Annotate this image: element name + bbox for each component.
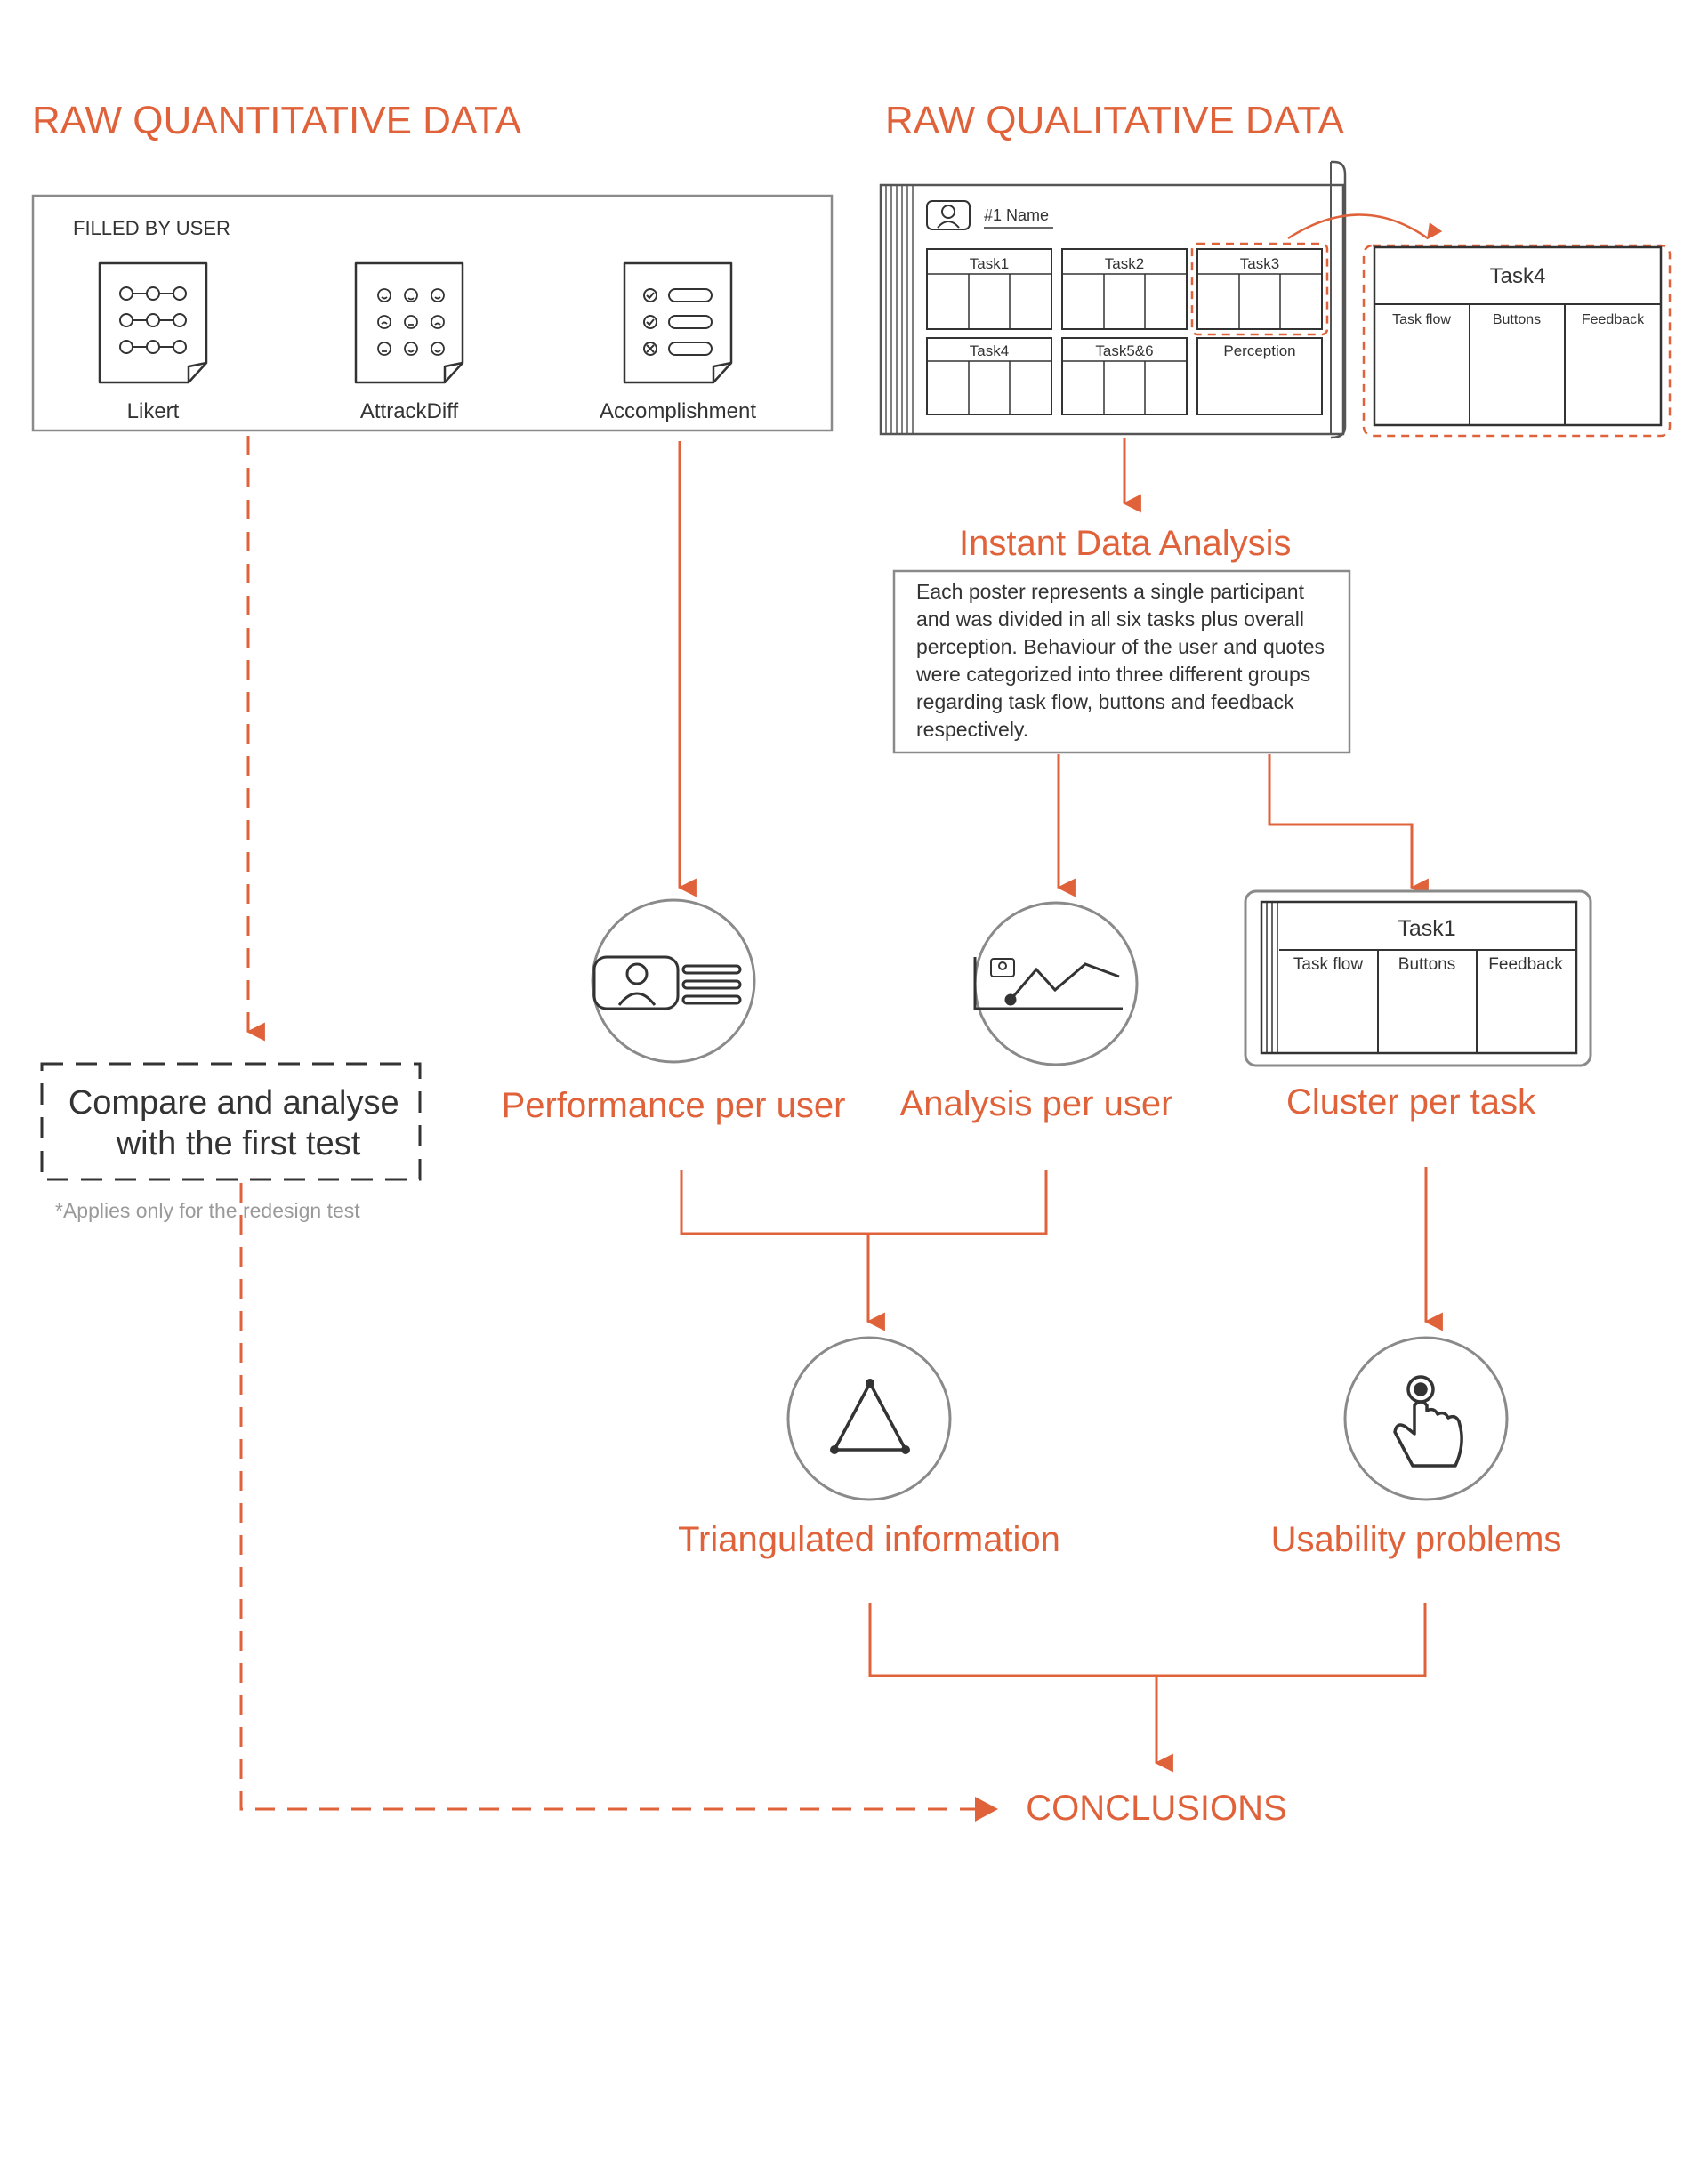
zoomed-col-feedback: Feedback [1582, 312, 1645, 327]
poster-task-1-label: Task1 [970, 255, 1009, 272]
arrow-to-cluster [1268, 754, 1429, 897]
poster-task-56: Task5&6 [1061, 337, 1188, 415]
poster-name: #1 Name [984, 206, 1049, 224]
filled-by-user-label: FILLED BY USER [73, 217, 230, 239]
analysis-node: Analysis per user [900, 901, 1173, 1123]
cluster-card-title: Task1 [1398, 916, 1455, 941]
instant-desc-line: respectively. [916, 718, 1028, 741]
accomplishment-doc: Accomplishment [600, 261, 756, 423]
zoom-arrow [1287, 213, 1443, 240]
compare-line-1: Compare and analyse [68, 1084, 399, 1122]
connector-to-conclusions [868, 1603, 1427, 1677]
poster-task-2: Task2 [1061, 248, 1188, 330]
triangle-icon [830, 1379, 910, 1454]
smiley-grid [377, 288, 445, 356]
svg-text:Compare and analyse with: Compare and analyse with the first test [68, 1084, 408, 1162]
usability-node: Usability problems [1271, 1336, 1562, 1559]
poster-task-3-label: Task3 [1240, 255, 1279, 272]
cluster-col-buttons: Buttons [1398, 955, 1455, 974]
accomplishment-label: Accomplishment [600, 399, 756, 423]
document-icon [98, 261, 208, 384]
zoomed-task-title: Task4 [1490, 264, 1546, 288]
zoomed-col-taskflow: Task flow [1392, 312, 1451, 327]
poster-perception: Perception [1196, 337, 1323, 415]
poster-task-4-label: Task4 [970, 342, 1009, 359]
instant-description-box: Each poster represents a single particip… [892, 569, 1351, 754]
cluster-node: Task1 Task flow Buttons Feedback Cluster… [1244, 889, 1592, 1122]
instant-title: Instant Data Analysis [959, 524, 1292, 563]
instant-desc-line: were categorized into three different gr… [915, 663, 1310, 686]
heading-quantitative: RAW QUANTITATIVE DATA [32, 99, 522, 142]
document-icon [623, 261, 733, 384]
poster-perception-label: Perception [1223, 342, 1295, 359]
cluster-col-feedback: Feedback [1488, 955, 1563, 974]
hand-pointer-icon [1393, 1375, 1463, 1468]
user-card-icon [592, 955, 742, 1010]
compare-line-2: with the first test [116, 1125, 361, 1162]
poster-task-2-label: Task2 [1105, 255, 1144, 272]
analysis-label: Analysis per user [900, 1084, 1173, 1123]
avatar-icon [926, 200, 971, 230]
zoomed-col-buttons: Buttons [1493, 312, 1541, 327]
cluster-col-taskflow: Task flow [1293, 955, 1363, 974]
conclusions-arrowhead [975, 1797, 998, 1822]
triangulated-label: Triangulated information [678, 1520, 1060, 1559]
likert-doc: Likert [98, 261, 208, 423]
instant-desc-line: perception. Behaviour of the user and qu… [916, 635, 1325, 658]
poster-task-4: Task4 [926, 337, 1052, 415]
attrackdiff-label: AttrackDiff [360, 399, 459, 423]
poster-task-3: Task3 [1190, 242, 1329, 336]
performance-label: Performance per user [502, 1086, 846, 1125]
triangulated-node: Triangulated information [678, 1336, 1060, 1559]
document-icon [354, 261, 464, 384]
svg-text:Each poster represents a singl: Each poster represents a single particip… [915, 580, 1330, 741]
likert-label: Likert [127, 399, 180, 423]
instant-desc-line: regarding task flow, buttons and feedbac… [916, 690, 1294, 713]
zoomed-task-card: Task4 Task flow Buttons Feedback [1362, 244, 1672, 438]
instant-desc-line: Each poster represents a single particip… [916, 580, 1305, 603]
compare-box: Compare and analyse with the first test [40, 1062, 422, 1181]
instant-desc-line: and was divided in all six tasks plus ov… [916, 607, 1304, 631]
quantitative-box: FILLED BY USER Likert [31, 194, 834, 432]
usability-label: Usability problems [1271, 1520, 1562, 1559]
attrackdiff-doc: AttrackDiff [354, 261, 464, 423]
connector-to-triangulated [680, 1170, 1048, 1235]
heading-qualitative: RAW QUALITATIVE DATA [885, 99, 1344, 142]
conclusions-label: CONCLUSIONS [1026, 1789, 1286, 1828]
poster-task-1: Task1 [926, 248, 1052, 330]
participant-poster: #1 Name Task1 Task2 Task3 [879, 160, 1347, 439]
cluster-label: Cluster per task [1286, 1082, 1536, 1122]
compare-note: *Applies only for the redesign test [55, 1199, 360, 1222]
performance-node: Performance per user [502, 898, 846, 1125]
dashed-arrow-to-conclusions [239, 1183, 987, 1811]
line-chart-icon [973, 957, 1123, 1010]
task3-highlight [1190, 242, 1329, 336]
poster-task-56-label: Task5&6 [1095, 342, 1153, 359]
